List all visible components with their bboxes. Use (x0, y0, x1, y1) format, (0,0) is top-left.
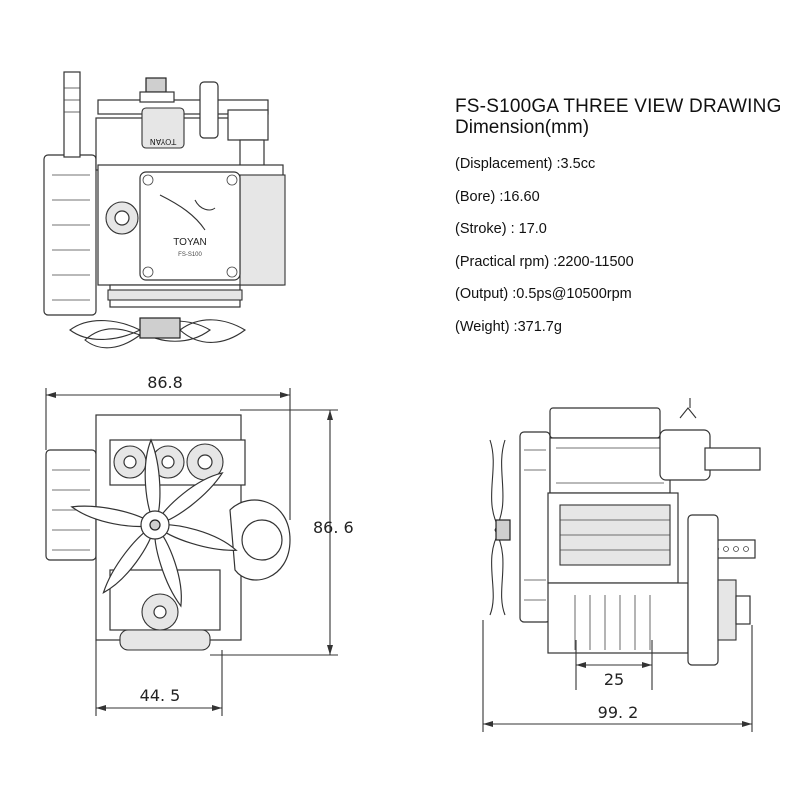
spec-bore: (Bore) :16.60 (455, 188, 540, 205)
spec-practical-rpm: (Practical rpm) :2200-11500 (455, 253, 634, 270)
spec-displacement: (Displacement) :3.5cc (455, 156, 596, 172)
dim-front-width: 86.8 (147, 373, 183, 392)
dim-front-base: 44. 5 (140, 686, 181, 705)
spec-subtitle: Dimension(mm) (455, 117, 590, 138)
side-view-dimensions (482, 620, 753, 732)
dim-side-length: 99. 2 (598, 703, 639, 722)
spec-output: (Output) :0.5ps@10500rpm (455, 286, 632, 302)
front-view-dimensions (45, 388, 338, 716)
spec-weight: (Weight) :371.7g (455, 318, 562, 335)
top-view: TOYAN TOYAN FS-S100 (43, 71, 286, 349)
dim-front-height: 86. 6 (313, 518, 354, 537)
front-view (45, 414, 291, 651)
spec-panel: FS-S100GA THREE VIEW DRAWING Dimension(m… (455, 96, 795, 349)
dim-side-offset: 25 (604, 670, 624, 689)
top-view-brand-label: TOYAN (173, 237, 207, 248)
side-view (489, 398, 761, 666)
spec-stroke: (Stroke) : 17.0 (455, 221, 547, 237)
top-view-brand-mark: TOYAN (150, 137, 177, 146)
top-view-model-label: FS-S100 (178, 252, 202, 258)
spec-title: FS-S100GA THREE VIEW DRAWING (455, 96, 782, 117)
